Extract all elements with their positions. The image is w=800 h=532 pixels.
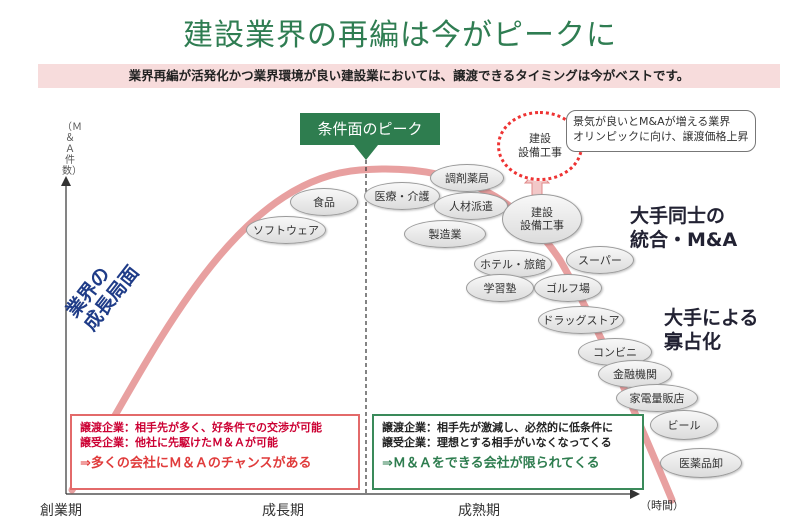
y-axis-arrow xyxy=(61,176,71,186)
x-label-growth: 成長期 xyxy=(262,503,304,519)
box-right-line1: 譲渡企業：相手先が激減し、必然的に低条件に xyxy=(382,421,613,434)
subtitle-band: 業界再編が活発化かつ業界環境が良い建設業においては、譲渡できるタイミングは今がベ… xyxy=(38,64,780,88)
x-label-mature: 成熟期 xyxy=(458,503,500,519)
pill-drugstore: ドラッグストア xyxy=(538,306,624,334)
pill-construction: 建設 設備工事 xyxy=(502,194,582,244)
peak-triangle xyxy=(354,145,378,160)
pill-pharma-wholesale: 医薬品卸 xyxy=(660,448,742,478)
pill-manufacturing: 製造業 xyxy=(404,220,486,248)
pill-software: ソフトウェア xyxy=(246,216,326,244)
box-right-line2: 譲受企業：理想とする相手がいなくなってくる xyxy=(382,436,612,449)
box-right-summary: ⇒Ｍ＆Ａをできる会社が限られてくる xyxy=(382,456,600,471)
pill-staffing: 人材派遣 xyxy=(434,192,508,220)
callout-box: 景気が良いとM&Aが増える業界 オリンピックに向け、譲渡価格上昇 xyxy=(566,110,756,152)
box-left-line2: 譲受企業：他社に先駆けたＭ＆Ａが可能 xyxy=(80,436,278,449)
x-axis-arrow xyxy=(630,489,640,499)
box-left-summary: ⇒多くの会社にＭ＆Ａのチャンスがある xyxy=(80,456,312,471)
pill-medical-care: 医療・介護 xyxy=(364,182,440,210)
pill-pharmacy: 調剤薬局 xyxy=(430,164,504,192)
pill-hotel: ホテル・旅館 xyxy=(474,250,552,278)
y-axis-label: （Ｍ＆Ａ件数） xyxy=(62,122,82,177)
peak-label-box: 条件面のピーク xyxy=(300,113,440,145)
label-oligopoly: 大手による 寡占化 xyxy=(664,307,759,353)
x-axis-end-label: （時間） xyxy=(640,499,684,512)
pill-golf: ゴルフ場 xyxy=(534,274,602,302)
pill-beer: ビール xyxy=(650,410,718,440)
pill-food: 食品 xyxy=(290,188,358,216)
page-title: 建設業界の再編は今がピークに xyxy=(183,18,617,53)
pill-cram-school: 学習塾 xyxy=(466,274,534,302)
box-left-line1: 譲渡企業：相手先が多く、好条件での交渉が可能 xyxy=(80,421,322,434)
x-label-startup: 創業期 xyxy=(40,503,82,519)
pill-supermarket: スーパー xyxy=(566,246,634,274)
pill-finance: 金融機関 xyxy=(598,360,672,388)
label-major-integration: 大手同士の 統合・M&A xyxy=(630,205,738,251)
box-mature-phase: 譲渡企業：相手先が激減し、必然的に低条件に 譲受企業：理想とする相手がいなくなっ… xyxy=(372,414,644,490)
callout-text: 景気が良いとM&Aが増える業界 オリンピックに向け、譲渡価格上昇 xyxy=(573,115,749,143)
box-growth-phase: 譲渡企業：相手先が多く、好条件での交渉が可能 譲受企業：他社に先駆けたＭ＆Ａが可… xyxy=(70,414,360,490)
pill-electronics: 家電量販店 xyxy=(616,384,698,412)
